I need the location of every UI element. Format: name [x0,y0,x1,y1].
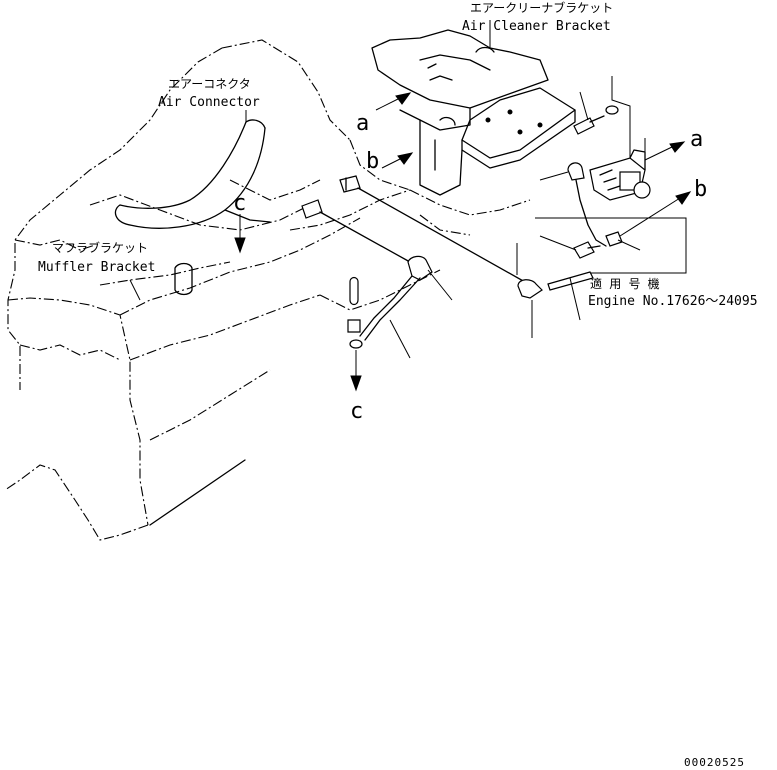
arrow-b-left [381,152,414,169]
engine-block-outline [4,39,531,541]
arrow-b-right [619,191,692,237]
hose-link [319,211,411,263]
bolt-upper [573,115,605,135]
connector-fitting-1 [339,175,361,193]
solenoid-valve [589,149,651,201]
drawing-number: 00020525 [684,756,745,769]
connector-fitting-2 [301,199,323,219]
applicability-box [535,217,687,274]
washer-upper [605,105,619,115]
bracket-clip [605,231,623,247]
callout-b-left: b [366,149,379,174]
air-cleaner-bracket-label-ja: エアークリーナブラケット [470,0,613,15]
applicable-machine-label: 適 用 号 機 [590,276,660,291]
callout-a-right: a [690,127,703,152]
air-connector-duct [114,119,271,296]
arrow-c-upper [234,214,246,254]
muffler-bracket-label-en: Muffler Bracket [38,260,155,275]
bolt-lower [573,241,601,259]
arrow-a-left [375,92,412,111]
air-cleaner-bracket-label-en: Air Cleaner Bracket [462,19,611,34]
air-connector-label-ja: エアーコネクタ [168,77,251,91]
callout-c-lower: c [350,399,363,424]
frame-edge-line [149,459,246,526]
hose-fitting-elbow [567,162,607,247]
arrow-c-lower [350,350,362,392]
wire-harness [349,255,433,349]
air-pipe [357,187,526,283]
callout-c-upper: c [233,191,246,216]
engine-number-label: Engine No.17626～24095 [588,294,758,309]
arrow-a-right [644,141,686,161]
callout-b-right: b [694,177,707,202]
leader-lines [129,20,646,359]
air-connector-label-en: Air Connector [158,95,260,110]
elbow-fitting [517,279,543,299]
bolt-c [347,276,361,333]
callout-a-left: a [356,111,369,136]
muffler-bracket-label-ja: マフラブラケット [52,240,148,255]
air-cleaner-bracket [371,29,576,196]
